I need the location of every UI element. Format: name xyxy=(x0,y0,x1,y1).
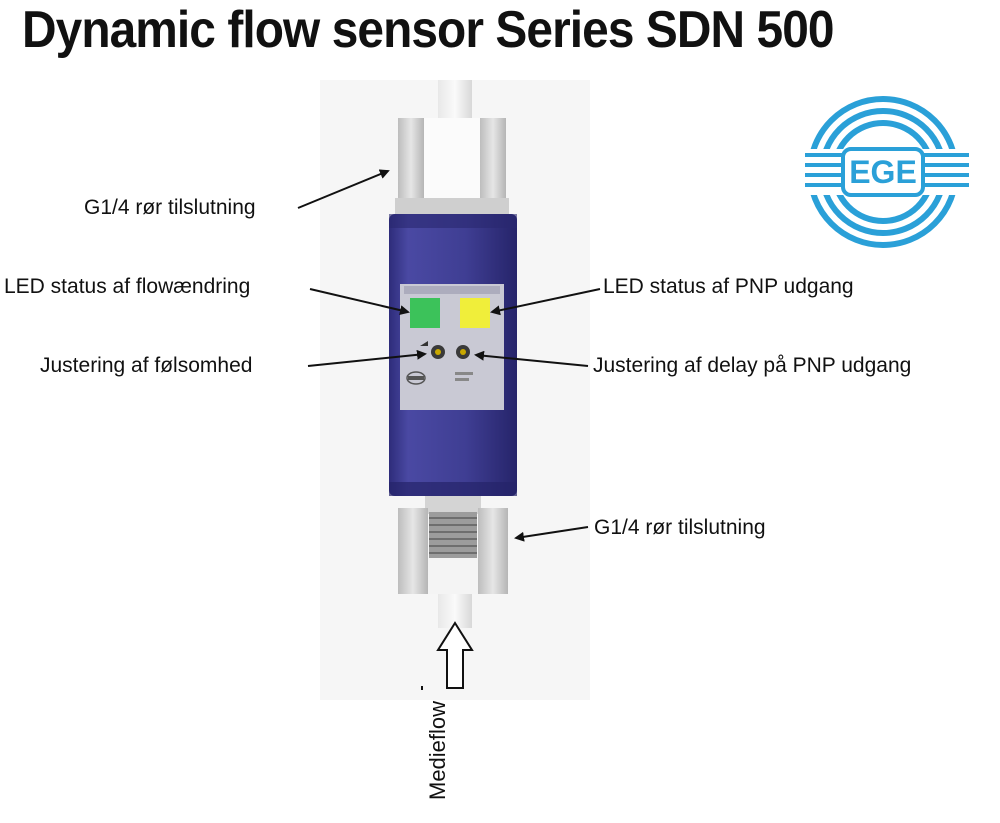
arrow-adjust-sensitivity xyxy=(307,349,427,367)
page-title: Dynamic flow sensor Series SDN 500 xyxy=(22,1,835,59)
arrow-bottom-connection xyxy=(514,526,589,542)
led-pnp-output xyxy=(460,298,490,328)
top-pipe xyxy=(438,80,472,120)
top-fitting xyxy=(395,118,509,216)
ege-logo: EGE xyxy=(805,96,969,248)
label-led-flow: LED status af flowændring xyxy=(4,275,251,298)
label-bottom-connection: G1/4 rør tilslutning xyxy=(594,516,766,539)
sensor-front-panel xyxy=(400,284,504,410)
label-led-pnp: LED status af PNP udgang xyxy=(603,275,854,298)
label-top-connection: G1/4 rør tilslutning xyxy=(84,196,256,219)
arrow-adjust-delay xyxy=(474,350,589,367)
label-adjust-delay: Justering af delay på PNP udgang xyxy=(593,354,912,377)
bottom-fitting xyxy=(398,508,508,594)
arrow-top-connection xyxy=(297,169,390,209)
label-adjust-sensitivity: Justering af følsomhed xyxy=(40,354,253,377)
flow-direction-arrow xyxy=(436,621,474,689)
label-media-flow: Medieflow xyxy=(425,700,450,800)
arrow-led-pnp xyxy=(490,288,601,316)
bottom-thread xyxy=(425,496,481,558)
arrow-led-flow xyxy=(309,288,410,316)
led-flow-change xyxy=(410,298,440,328)
logo-text: EGE xyxy=(849,154,917,190)
